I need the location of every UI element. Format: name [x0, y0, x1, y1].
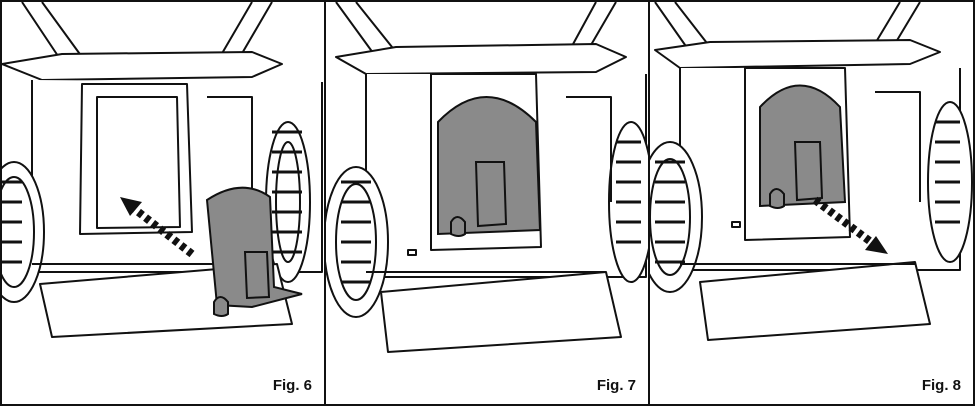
figure-label: Fig. 8	[921, 377, 961, 394]
mulching-plug	[759, 84, 847, 209]
left-wheel	[2, 161, 45, 303]
left-wheel-hub	[335, 183, 377, 301]
insert-arrow	[120, 197, 195, 258]
deck-top	[335, 43, 627, 75]
mower-rear-illustration	[326, 2, 648, 353]
handle-bar	[335, 2, 617, 58]
panel-fig-7: Fig. 7	[324, 0, 650, 406]
rear-plate	[699, 261, 931, 341]
figure-label: Fig. 7	[596, 377, 636, 394]
mulching-plug	[205, 186, 303, 317]
left-wheel	[650, 141, 703, 293]
panel-fig-8: Fig. 8	[648, 0, 975, 406]
deck-top	[2, 51, 283, 81]
deck-top	[654, 39, 941, 69]
bracket	[875, 91, 921, 202]
panel-fig-6: Fig. 6	[0, 0, 326, 406]
mower-rear-illustration	[650, 2, 973, 341]
mulching-plug	[437, 96, 542, 237]
chute-inner	[96, 96, 181, 229]
bracket	[207, 96, 253, 192]
slot	[731, 221, 741, 228]
left-wheel-hub	[650, 158, 691, 276]
slot	[407, 249, 417, 256]
right-wheel-hub	[275, 141, 301, 263]
handle-bar	[21, 2, 273, 63]
left-wheel-hub	[2, 176, 35, 288]
handle-bar	[654, 2, 921, 53]
bracket	[566, 96, 612, 202]
chute-opening	[79, 83, 193, 235]
figure-label: Fig. 6	[272, 377, 312, 394]
remove-arrow	[812, 196, 888, 254]
mower-rear-illustration	[2, 2, 323, 338]
rear-plate	[380, 271, 622, 353]
